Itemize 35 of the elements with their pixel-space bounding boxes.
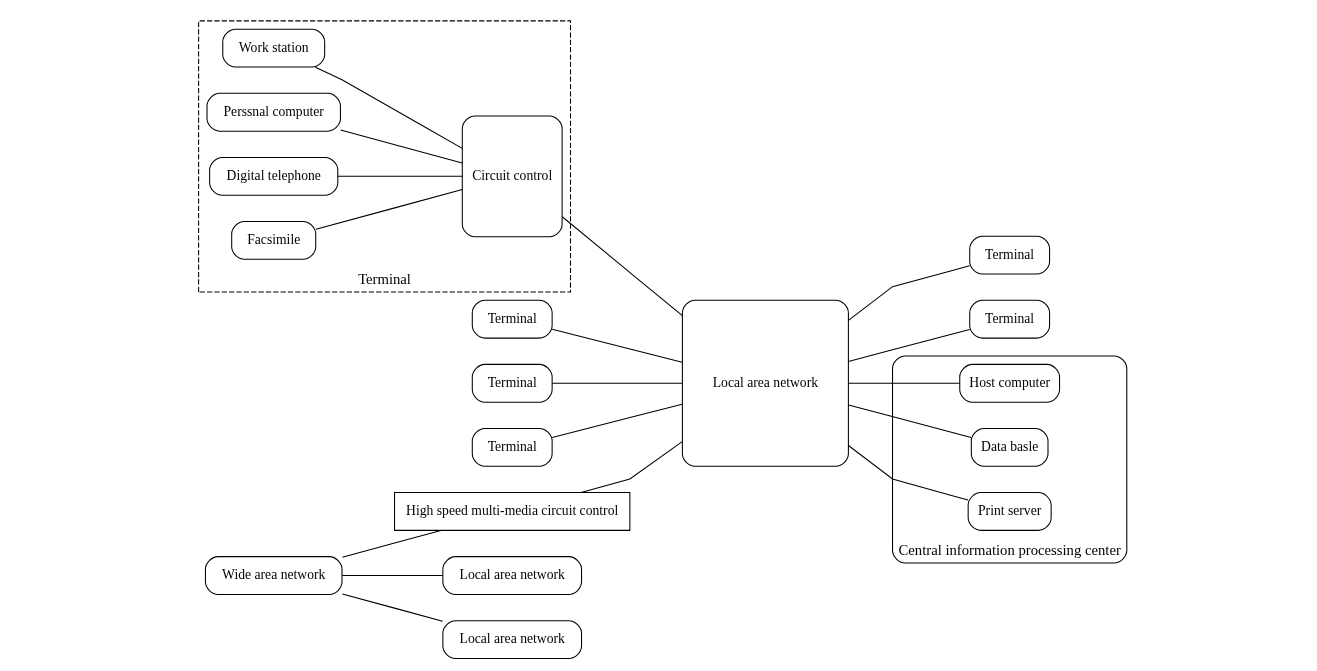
connector bbox=[341, 529, 442, 558]
connector bbox=[551, 328, 683, 363]
node-box: Work station bbox=[222, 28, 326, 68]
connector bbox=[314, 66, 463, 149]
node-box: Print server bbox=[967, 492, 1052, 531]
connector bbox=[847, 444, 969, 501]
node-box: Local area network bbox=[442, 620, 583, 660]
connector bbox=[340, 129, 463, 164]
node-box: Terminal bbox=[471, 299, 553, 339]
node-box: Terminal bbox=[969, 299, 1051, 339]
connector bbox=[847, 265, 971, 321]
connector bbox=[341, 593, 444, 622]
node-box: Digital telephone bbox=[209, 156, 339, 196]
connector bbox=[847, 382, 961, 384]
connector bbox=[551, 403, 683, 438]
node-box: Local area network bbox=[681, 299, 849, 467]
connector bbox=[315, 189, 463, 230]
node-box: Facsimile bbox=[231, 221, 317, 260]
node-box: Terminal bbox=[471, 363, 553, 403]
connector bbox=[580, 441, 683, 494]
node-box: High speed multi-media circuit control bbox=[394, 492, 631, 531]
node-box: Terminal bbox=[969, 235, 1051, 275]
node-box: Wide area network bbox=[204, 556, 343, 595]
node-box: Circuit control bbox=[461, 115, 563, 238]
node-box: Host computer bbox=[959, 363, 1061, 403]
connector bbox=[341, 575, 444, 577]
node-box: Local area network bbox=[442, 556, 583, 595]
connector bbox=[561, 216, 683, 317]
connector bbox=[847, 328, 971, 362]
node-box: Perssnal computer bbox=[206, 92, 341, 132]
node-box: Data basle bbox=[970, 427, 1049, 467]
node-box: Terminal bbox=[471, 427, 553, 467]
connector bbox=[337, 175, 463, 177]
connector bbox=[847, 404, 972, 438]
connector bbox=[551, 382, 683, 384]
